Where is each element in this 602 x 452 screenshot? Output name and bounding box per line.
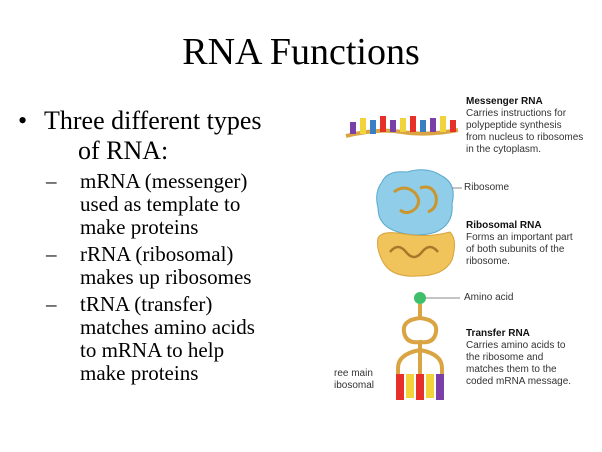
mrna-desc-line: from nucleus to ribosomes	[466, 132, 584, 143]
trna-desc-line: coded mRNA message.	[466, 376, 572, 387]
sub-bullet-line: make proteins	[80, 215, 199, 239]
sub-bullet-rrna: – rRNA (ribosomal) makes up ribosomes	[46, 243, 338, 289]
sub-bullet-line: mRNA (messenger)	[80, 169, 248, 193]
trna-desc-line: the ribosome and	[466, 352, 544, 363]
ribosome-illustration	[376, 169, 462, 277]
trna-caption: Transfer RNA Carries amino acids to the …	[466, 328, 594, 388]
dash-marker: –	[46, 292, 57, 316]
bullet-list: • Three different types of RNA: – mRNA (…	[18, 106, 338, 385]
trna-desc-line: matches them to the	[466, 364, 557, 375]
cropped-caption-line: ree main	[334, 368, 373, 379]
rna-illustration	[345, 116, 462, 400]
dash-marker: –	[46, 242, 57, 266]
mrna-caption: Messenger RNA Carries instructions for p…	[466, 96, 594, 156]
sub-bullet-mrna: – mRNA (messenger) used as template to m…	[46, 170, 338, 239]
cropped-caption-line: ibosomal	[334, 380, 375, 391]
main-bullet: • Three different types of RNA:	[18, 106, 338, 166]
amino-acid-label: Amino acid	[464, 292, 514, 303]
sub-bullet-line: matches amino acids	[80, 315, 255, 339]
rrna-title: Ribosomal RNA	[466, 220, 542, 231]
sub-bullet-line: make proteins	[80, 361, 199, 385]
sub-bullet-trna: – tRNA (transfer) matches amino acids to…	[46, 293, 338, 385]
rna-types-figure: Messenger RNA Carries instructions for p…	[332, 92, 594, 408]
trna-illustration	[396, 292, 460, 400]
rrna-caption: Ribosomal RNA Forms an important part of…	[466, 220, 594, 268]
mrna-desc-line: Carries instructions for	[466, 108, 567, 119]
cropped-caption: ree main ibosomal	[334, 368, 384, 392]
mrna-desc-line: polypeptide synthesis	[466, 120, 562, 131]
dash-marker: –	[46, 169, 57, 193]
rrna-desc-line: of both subunits of the	[466, 244, 565, 255]
ribosome-label: Ribosome	[464, 182, 510, 193]
main-bullet-line-1: Three different types	[44, 106, 262, 135]
mrna-desc-line: in the cytoplasm.	[466, 144, 542, 155]
mrna-title: Messenger RNA	[466, 96, 543, 107]
amino-acid-icon	[414, 292, 426, 304]
sub-bullet-line: makes up ribosomes	[80, 265, 252, 289]
sub-bullet-line: used as template to	[80, 192, 241, 216]
bullet-dot: •	[18, 106, 28, 135]
sub-bullet-line: to mRNA to help	[80, 338, 225, 362]
rrna-desc-line: Forms an important part	[466, 232, 573, 243]
main-bullet-line-2: of RNA:	[78, 136, 169, 165]
trna-desc-line: Carries amino acids to	[466, 340, 566, 351]
trna-title: Transfer RNA	[466, 328, 530, 339]
mrna-strand-illustration	[345, 116, 459, 138]
sub-bullet-line: tRNA (transfer)	[80, 292, 213, 316]
slide-title: RNA Functions	[182, 31, 420, 73]
rrna-desc-line: ribosome.	[466, 256, 510, 267]
sub-bullet-line: rRNA (ribosomal)	[80, 242, 234, 266]
